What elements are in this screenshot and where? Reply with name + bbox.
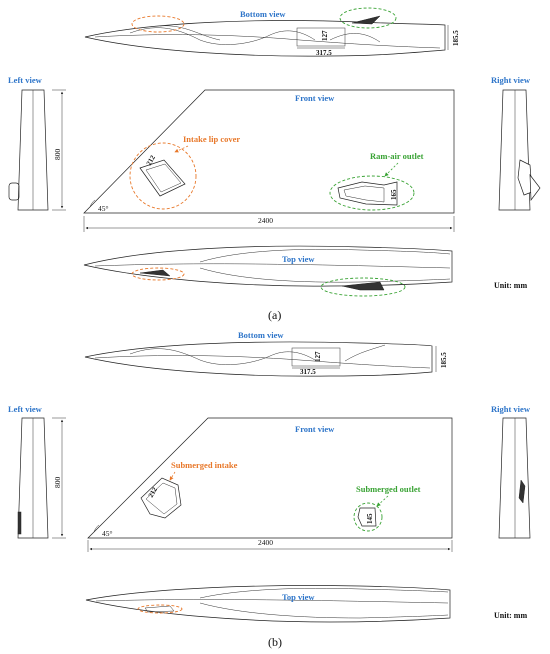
dim-length-a: 2400 [258,216,273,225]
outlet-highlight-a [329,175,415,211]
right-view-outlet [517,159,533,196]
intake-highlight-a [129,142,197,210]
left-view-body [17,417,49,539]
right-view-outlet [518,479,526,504]
front-view-body [83,89,455,214]
top-view-intake-highlight [131,267,185,281]
top-view-a: Top view Unit: mm [83,245,527,297]
dim-outlet-b: 145 [366,513,374,524]
right-view-title: Right view [491,75,531,85]
dim-side-b: 185.5 [440,352,448,368]
top-view-outlet-highlight [320,277,406,297]
bottom-view-outlet-shape [351,15,381,25]
ram-air-outlet-shape [337,181,398,206]
bottom-view-intake-highlight [131,15,185,33]
dim-height-b: 800 [53,477,62,489]
right-view-a: Right view [491,75,541,211]
left-view-title: Left view [8,404,43,414]
submerged-intake-shape [140,477,182,519]
caption-b: (b) [268,635,282,649]
dim-outlet-a: 165 [390,189,398,200]
dim-height-a: 800 [53,149,62,161]
dim-angle-b: 45° [102,529,113,538]
left-view-intake [8,182,20,201]
intake-label-a: Intake lip cover [183,134,240,144]
panel-a: Bottom view 317.5 127 185.5 Left view [8,7,541,322]
outlet-label-a: Ram-air outlet [370,151,424,161]
right-view-body [498,89,531,211]
bottom-view-b: Bottom view 317.5 127 185.5 [84,330,448,377]
bottom-view-opening [291,347,341,367]
bottom-view-opening [296,27,346,47]
dim-side-a: 185.5 [452,30,460,46]
front-view-a: Front view 45° 2400 212 Intake lip cover… [83,89,455,232]
bottom-view-body [84,20,446,57]
dim-bottom-height-b: 127 [314,351,322,362]
dim-bottom-width-a: 317.5 [316,49,332,57]
left-view-b: Left view 800 [8,404,66,539]
submerged-outlet-shape [357,507,377,527]
left-view-intake [17,511,22,535]
front-view-title: Front view [295,93,335,103]
left-view-body [17,89,49,211]
dim-bottom-width-b: 317.5 [300,368,316,376]
top-view-body [83,245,453,287]
top-view-title: Top view [282,592,315,602]
dim-angle-a: 45° [98,204,109,213]
panel-b: Bottom view 317.5 127 185.5 Left view 80… [8,330,531,649]
bottom-view-a: Bottom view 317.5 127 185.5 [84,7,460,57]
bottom-view-body [84,341,433,377]
dim-intake-b: 212 [147,485,159,499]
top-view-intake-highlight [137,604,183,614]
intake-lip-cover-shape [139,159,186,197]
top-view-title: Top view [282,254,315,264]
bottom-view-title: Bottom view [240,9,286,19]
right-view-body [498,417,531,539]
left-view-a: Left view 800 [8,75,66,211]
outlet-label-b: Submerged outlet [356,484,421,494]
front-view-body [87,417,453,539]
left-view-title: Left view [8,75,43,85]
unit-label-b: Unit: mm [494,611,527,620]
top-view-b: Top view Unit: mm [85,585,527,623]
unit-label-a: Unit: mm [494,281,527,290]
right-view-title: Right view [491,404,531,414]
outlet-highlight-b [353,502,383,532]
dim-length-b: 2400 [258,538,273,547]
dim-bottom-height-a: 127 [321,30,329,41]
top-view-body [85,585,451,623]
bottom-view-outlet-highlight [339,7,397,29]
right-view-b: Right view [491,404,531,539]
front-view-b: Front view 45° 2400 212 Submerged intake… [87,417,453,552]
intake-label-b: Submerged intake [171,460,238,470]
front-view-title: Front view [295,424,335,434]
bottom-view-title: Bottom view [238,330,284,340]
caption-a: (a) [268,308,281,322]
